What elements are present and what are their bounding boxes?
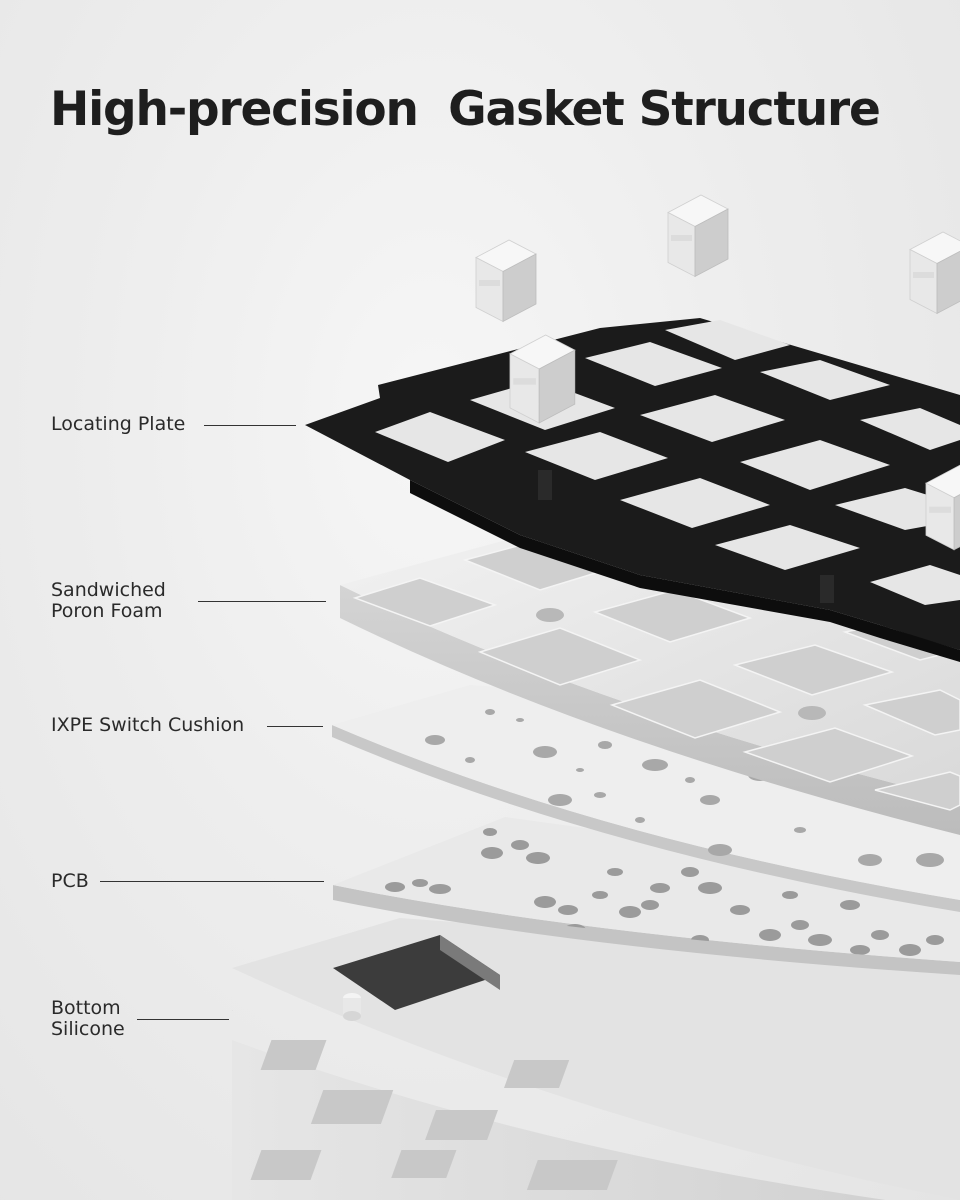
cushion-hole — [533, 746, 557, 758]
pcb-hole — [698, 882, 722, 894]
foam-pocket — [862, 689, 960, 736]
plate-cutout — [665, 320, 790, 360]
pcb-hole — [511, 840, 529, 850]
leader-line-ixpe-cushion — [267, 726, 323, 727]
pcb-hole — [808, 934, 832, 946]
cushion-hole — [685, 777, 695, 783]
cushion-hole — [598, 741, 612, 749]
plate-cutout — [860, 408, 960, 450]
pcb-hole — [791, 920, 809, 930]
cushion-hole — [548, 794, 572, 806]
leader-line-poron-foam — [198, 601, 326, 602]
pcb-hole — [641, 900, 659, 910]
pcb-hole — [759, 929, 781, 941]
pcb-hole — [534, 896, 556, 908]
plate-cutout — [740, 440, 890, 490]
cushion-hole — [465, 757, 475, 763]
leader-line-bottom-silicone — [137, 1019, 229, 1020]
foam-pocket — [477, 627, 643, 686]
foam-pocket — [592, 589, 753, 643]
pcb-hole — [412, 879, 428, 887]
cushion-hole — [516, 718, 524, 722]
label-pcb: PCB — [51, 870, 89, 892]
plate-cutout — [620, 478, 770, 528]
pcb-hole — [592, 891, 608, 899]
foam-pocket — [874, 771, 960, 811]
pcb-hole — [558, 905, 578, 915]
cushion-hole — [642, 759, 668, 771]
label-bottom-silicone: Bottom Silicone — [51, 997, 125, 1040]
foam-pocket — [732, 644, 895, 696]
pcb-hole — [730, 905, 750, 915]
plate-cutout — [375, 412, 505, 462]
foam-pocket — [352, 577, 498, 627]
cushion-hole — [576, 768, 584, 772]
plate-cutout — [640, 395, 785, 442]
label-ixpe-cushion: IXPE Switch Cushion — [51, 714, 245, 736]
plate-cutout — [525, 432, 668, 480]
cushion-hole — [594, 792, 606, 798]
label-poron-foam: Sandwiched Poron Foam — [51, 579, 166, 622]
plate-cutout — [715, 525, 860, 570]
cushion-hole — [485, 709, 495, 715]
pcb-hole — [926, 935, 944, 945]
pcb-hole — [483, 828, 497, 836]
bottom-silicone-layer — [232, 918, 960, 1200]
leader-line-locating-plate — [204, 425, 296, 426]
switch-cube — [909, 231, 960, 315]
foam-hole — [536, 608, 564, 622]
pcb-hole — [481, 847, 503, 859]
foam-pocket — [742, 727, 915, 783]
cushion-hole — [635, 817, 645, 823]
pcb-hole — [619, 906, 641, 918]
locating-plate-layer — [305, 318, 960, 662]
pcb-hole — [850, 945, 870, 955]
label-locating-plate: Locating Plate — [51, 413, 186, 435]
pcb-hole — [607, 868, 623, 876]
cushion-hole — [858, 854, 882, 866]
switch-cube — [925, 464, 960, 551]
switch-cube — [475, 239, 537, 323]
plate-cutout — [760, 360, 890, 400]
page-title: High-precision Gasket Structure — [50, 82, 881, 137]
switch-cube — [667, 194, 729, 278]
pcb-hole — [650, 883, 670, 893]
foam-hole — [798, 706, 826, 720]
switch-cube — [509, 334, 576, 424]
plate-cutout — [870, 565, 960, 605]
cushion-hole — [794, 827, 806, 833]
pcb-hole — [840, 900, 860, 910]
pcb-hole — [681, 867, 699, 877]
pcb-hole — [526, 852, 550, 864]
foam-pocket — [609, 679, 783, 739]
leader-line-pcb — [100, 881, 324, 882]
pcb-hole — [899, 944, 921, 956]
pcb-hole — [385, 882, 405, 892]
pcb-hole — [429, 884, 451, 894]
cushion-hole — [708, 844, 732, 856]
cushion-hole — [700, 795, 720, 805]
pcb-hole — [782, 891, 798, 899]
cushion-hole — [425, 735, 445, 745]
pcb-hole — [871, 930, 889, 940]
cushion-hole — [916, 853, 944, 867]
plate-cutout — [585, 342, 722, 386]
